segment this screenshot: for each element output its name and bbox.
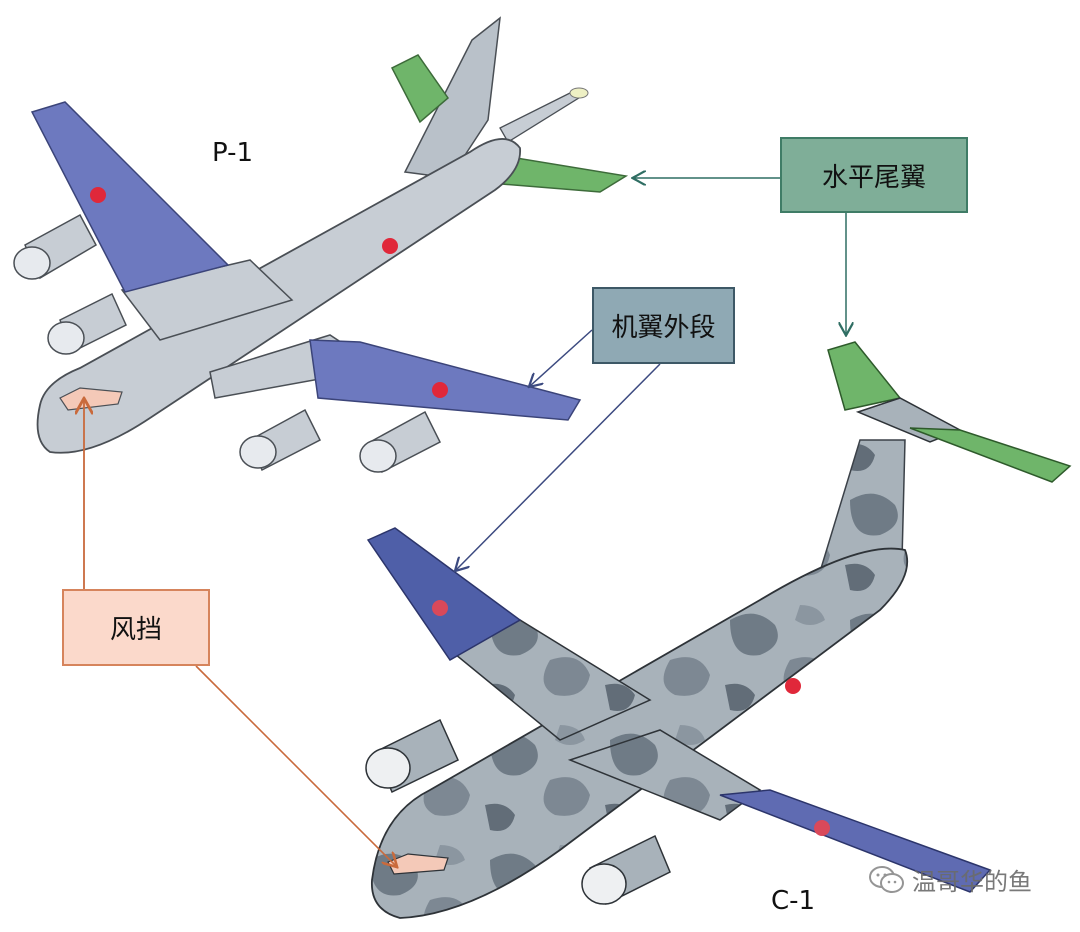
watermark: 温哥华的鱼 bbox=[868, 862, 1032, 897]
callout-windshield-text: 风挡 bbox=[109, 615, 162, 645]
arrow-outer-to-p1 bbox=[530, 329, 593, 386]
aircraft-label-p1: P-1 bbox=[212, 138, 254, 168]
c1-roundel-fuselage bbox=[785, 678, 801, 694]
c1-horizontal-tail-left bbox=[827, 341, 902, 411]
p1-aircraft bbox=[13, 16, 629, 474]
arrow-wind-to-c1 bbox=[195, 665, 396, 866]
c1-windshield bbox=[387, 853, 449, 875]
aircraft-label-c1: C-1 bbox=[771, 886, 816, 916]
p1-roundel-left-wing bbox=[90, 187, 106, 203]
c1-wing-right-outer bbox=[719, 789, 992, 893]
p1-tail-boom bbox=[499, 91, 584, 143]
p1-roundel-fuselage bbox=[382, 238, 398, 254]
arrow-outer-to-c1 bbox=[456, 363, 661, 570]
wechat-icon bbox=[869, 865, 904, 893]
watermark-text: 温哥华的鱼 bbox=[912, 868, 1032, 896]
c1-wing-right-inner bbox=[567, 729, 762, 821]
c1-horizontal-tail-right bbox=[909, 427, 1072, 483]
callout-windshield: 风挡 bbox=[62, 589, 210, 666]
p1-horizontal-tail-left bbox=[390, 54, 450, 124]
c1-aircraft bbox=[365, 341, 1072, 919]
c1-roundel-left-wing bbox=[432, 600, 448, 616]
p1-engines bbox=[13, 213, 442, 474]
c1-roundel-right-wing bbox=[814, 820, 830, 836]
callout-outer-wing: 机翼外段 bbox=[592, 287, 735, 364]
callout-horizontal-tail: 水平尾翼 bbox=[780, 137, 968, 213]
leader-lines bbox=[84, 178, 846, 866]
callout-horizontal-tail-text: 水平尾翼 bbox=[821, 162, 926, 193]
callout-outer-wing-text: 机翼外段 bbox=[611, 313, 716, 343]
c1-fuselage bbox=[371, 547, 909, 919]
c1-wing-left-outer bbox=[366, 527, 522, 661]
c1-engines bbox=[365, 718, 671, 906]
p1-wing-right-outer bbox=[309, 339, 582, 421]
p1-roundel-right-wing bbox=[432, 382, 448, 398]
p1-wing-left-outer bbox=[30, 101, 230, 293]
